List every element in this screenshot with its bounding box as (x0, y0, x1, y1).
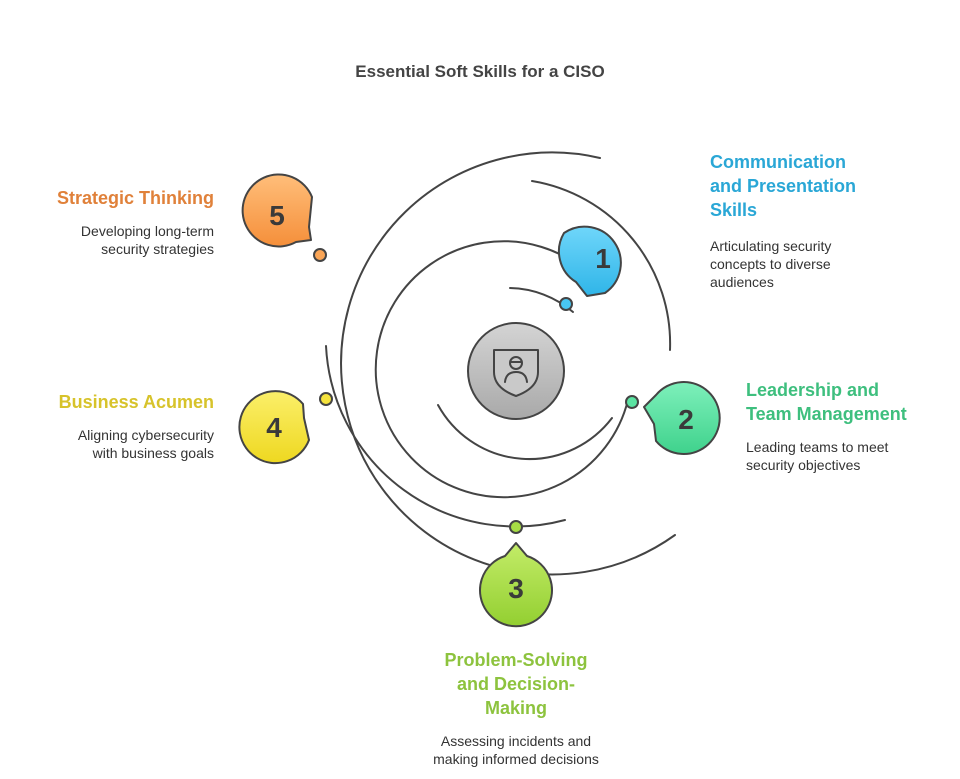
arc-ring-outer (340, 151, 676, 576)
skill-3-description: Assessing incidents and making informed … (433, 733, 599, 767)
connector-dot-4 (319, 392, 333, 406)
shield-person-icon (493, 349, 539, 397)
skill-4-heading: Business Acumen (58, 392, 214, 412)
skill-4-description: Aligning cybersecurity with business goa… (77, 427, 214, 461)
connector-dot-3 (509, 520, 523, 534)
skill-3-heading: Problem-Solving and Decision- Making (444, 650, 588, 718)
badge-5-number: 5 (269, 200, 285, 231)
skill-2-heading: Leadership and Team Management (746, 380, 907, 424)
connector-dot-1 (559, 297, 573, 311)
badge-4: 4 (238, 390, 310, 465)
skill-1-description: Articulating security concepts to divers… (710, 238, 832, 290)
badge-1: 1 (557, 225, 622, 297)
badge-3: 3 (479, 542, 553, 628)
arc-ring-2 (531, 180, 672, 351)
badge-4-number: 4 (266, 412, 282, 443)
spiral-arcs (325, 151, 676, 576)
diagram-title: Essential Soft Skills for a CISO (355, 62, 605, 81)
badge-1-number: 1 (595, 243, 611, 274)
skill-2-description: Leading teams to meet security objective… (746, 439, 889, 473)
badge-5: 5 (241, 173, 313, 248)
arc-ring-inner-b (437, 404, 613, 460)
skill-5-description: Developing long-term security strategies (80, 223, 214, 257)
badge-2: 2 (643, 381, 721, 455)
skill-5-heading: Strategic Thinking (56, 188, 214, 208)
connector-dot-2 (625, 395, 639, 409)
badge-2-number: 2 (678, 404, 694, 435)
skill-1-heading: Communication and Presentation Skills (710, 152, 857, 220)
center-badge (467, 322, 565, 420)
arc-ring-3 (374, 240, 629, 499)
connector-dots (313, 248, 639, 534)
badge-3-number: 3 (508, 573, 524, 604)
connector-dot-5 (313, 248, 327, 262)
